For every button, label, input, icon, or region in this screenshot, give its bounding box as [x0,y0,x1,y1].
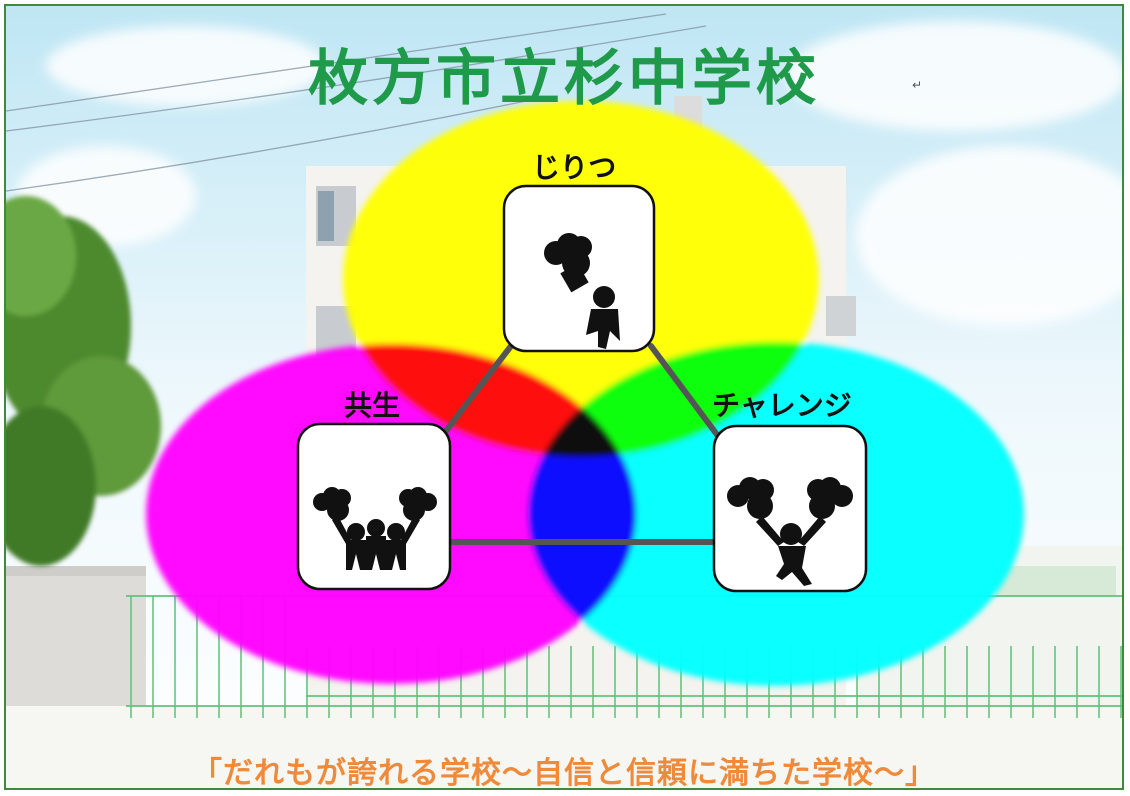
fist-single-person-icon [544,233,620,349]
school-motto: 「だれもが誇れる学校～自信と信頼に満ちた学校～」 [192,756,936,790]
triangle-connectors [443,343,721,545]
label-jiritsu: じりつ [532,151,617,184]
fists-jumping-person-icon [727,477,853,586]
card-left [296,422,452,591]
venn-diagram [146,101,1024,686]
page-title: 枚方市立杉中学校 [308,44,820,114]
poster-frame: 枚方市立杉中学校 ↵ じりつ 共生 チャレンジ 「だれもが誇れる学校～自信と信頼… [4,4,1124,790]
fists-group-icon [313,487,437,570]
card-top [502,184,656,353]
card-right [712,424,868,593]
label-challenge: チャレンジ [712,389,852,422]
return-mark: ↵ [912,78,923,92]
label-kyousei: 共生 [344,389,401,422]
